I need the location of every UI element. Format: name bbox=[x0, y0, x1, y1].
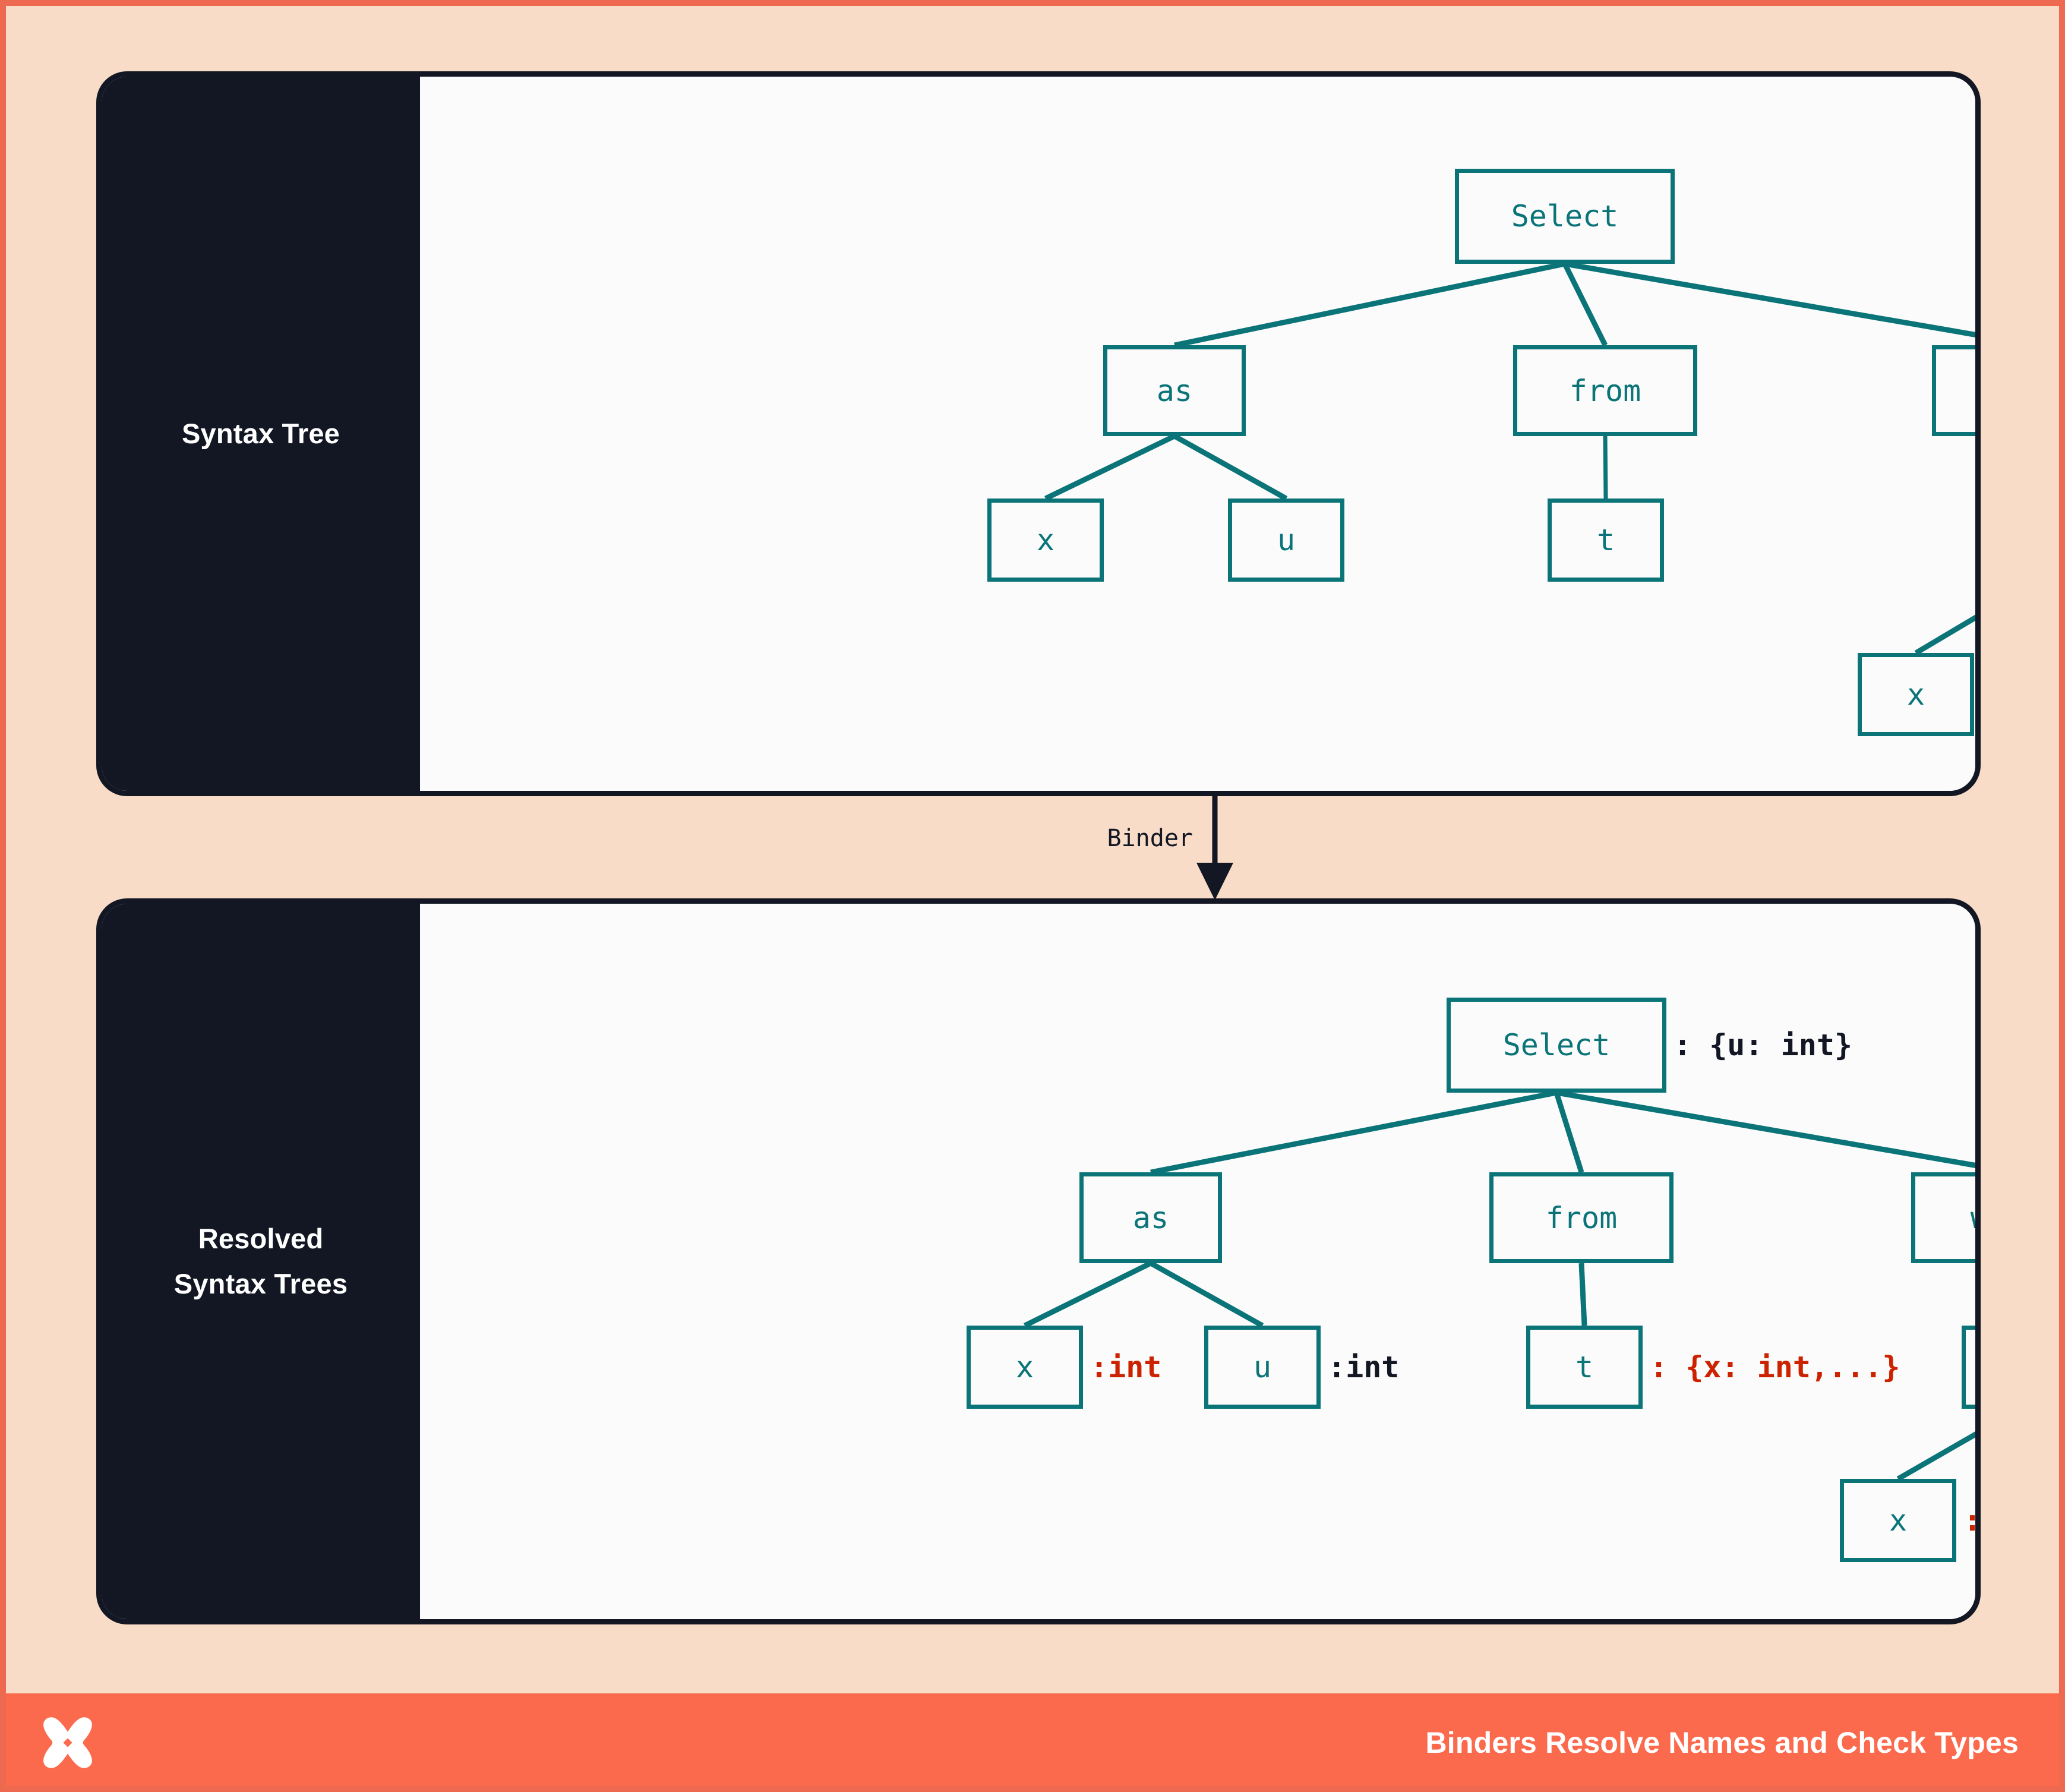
binder-label: Binder bbox=[1107, 825, 1193, 852]
binder-transition: Binder bbox=[1093, 796, 1331, 900]
tree-node-from-t: t bbox=[1548, 499, 1664, 582]
syntax-tree-panel: Syntax Tree Selectasfromwherexut>x0 bbox=[96, 71, 1981, 796]
tree-edge bbox=[1554, 1091, 1584, 1173]
resolved-syntax-trees-edges bbox=[1024, 1090, 1975, 1481]
syntax-tree-sidebar-label: Syntax Tree bbox=[181, 417, 340, 449]
tree-node-r-from-t: t bbox=[1526, 1326, 1643, 1409]
tree-node-label: where bbox=[1971, 1203, 1975, 1233]
tree-node-select: Select bbox=[1455, 169, 1675, 264]
tree-edge bbox=[1578, 1263, 1587, 1326]
sidebar-label-line-1: Resolved bbox=[198, 1222, 324, 1254]
tree-node-r-from: from bbox=[1489, 1172, 1674, 1263]
tree-edge bbox=[1603, 436, 1608, 499]
tree-edge bbox=[1149, 1261, 1264, 1328]
tree-node-where: where bbox=[1932, 345, 1975, 436]
tree-node-label: x bbox=[1906, 677, 1925, 712]
sidebar-label-line-2: Syntax Trees bbox=[173, 1268, 348, 1299]
tree-edge bbox=[1562, 262, 1608, 347]
tree-node-label: u bbox=[1277, 523, 1296, 557]
tree-edge bbox=[1173, 434, 1288, 501]
type-annotation-r-as-u: :int bbox=[1328, 1350, 1400, 1384]
type-annotation-r-from-t: : {x: int,...} bbox=[1650, 1350, 1900, 1384]
butterfly-x-logo-icon bbox=[43, 1717, 92, 1768]
tree-edge bbox=[1564, 261, 1975, 337]
tree-node-r-as: as bbox=[1079, 1172, 1222, 1263]
tree-node-label: x bbox=[1036, 523, 1055, 557]
tree-node-label: t bbox=[1575, 1350, 1594, 1384]
tree-node-label: Select bbox=[1511, 199, 1619, 234]
tree-node-as-x: x bbox=[987, 499, 1104, 582]
syntax-tree-sidebar: Syntax Tree bbox=[102, 77, 420, 791]
tree-node-r-where: where bbox=[1911, 1172, 1975, 1263]
resolved-syntax-trees-panel: Resolved Syntax Trees Select : {u: int} as… bbox=[96, 898, 1981, 1624]
tree-node-gt-x: x bbox=[1858, 653, 1974, 736]
tree-node-r-gt: > bbox=[1962, 1326, 1975, 1409]
syntax-tree-canvas: Selectasfromwherexut>x0 bbox=[420, 77, 1975, 791]
tree-node-label: x bbox=[1889, 1503, 1908, 1538]
type-annotation-r-gt-x: :int bbox=[1963, 1503, 1981, 1538]
tree-edge bbox=[1174, 261, 1565, 348]
tree-node-label: Select bbox=[1502, 1028, 1611, 1062]
type-annotation-r-select: : {u: int} bbox=[1674, 1028, 1853, 1062]
tree-edge bbox=[1556, 1090, 1975, 1168]
footer-banner: Binders Resolve Names and Check Types bbox=[6, 1693, 2059, 1786]
tree-node-label: as bbox=[1156, 373, 1193, 408]
tree-node-r-as-x: x bbox=[967, 1326, 1083, 1409]
tree-node-r-select: Select bbox=[1447, 998, 1666, 1093]
resolved-syntax-trees-sidebar-label: Resolved Syntax Trees bbox=[174, 1216, 348, 1307]
tree-edge bbox=[1044, 433, 1176, 501]
binder-arrow-icon bbox=[1196, 796, 1233, 900]
tree-node-label: t bbox=[1596, 523, 1615, 557]
tree-edge bbox=[1896, 1431, 1975, 1481]
tree-node-label: u bbox=[1253, 1350, 1272, 1384]
tree-edge bbox=[1150, 1090, 1557, 1175]
resolved-syntax-trees-sidebar: Resolved Syntax Trees bbox=[102, 904, 420, 1619]
tree-node-label: from bbox=[1545, 1200, 1618, 1235]
tree-node-r-gt-x: x bbox=[1840, 1479, 1956, 1562]
tree-node-label: x bbox=[1015, 1350, 1034, 1384]
tree-node-as: as bbox=[1103, 345, 1246, 436]
syntax-tree-edges bbox=[1044, 261, 1975, 655]
tree-node-as-u: u bbox=[1228, 499, 1344, 582]
tree-node-label: from bbox=[1569, 373, 1641, 408]
tree-node-label: as bbox=[1132, 1200, 1169, 1235]
tree-edge bbox=[1024, 1260, 1152, 1329]
type-annotation-r-as-x: :int bbox=[1090, 1350, 1162, 1384]
tree-node-gt: > bbox=[1978, 499, 1981, 582]
tree-node-from: from bbox=[1513, 345, 1697, 436]
tree-edge bbox=[1914, 614, 1975, 655]
footer-title: Binders Resolve Names and Check Types bbox=[1425, 1726, 2019, 1759]
tree-node-r-as-u: u bbox=[1204, 1326, 1321, 1409]
resolved-syntax-trees-canvas: Select : {u: int} as from where x :int u :int t : … bbox=[420, 904, 1975, 1619]
